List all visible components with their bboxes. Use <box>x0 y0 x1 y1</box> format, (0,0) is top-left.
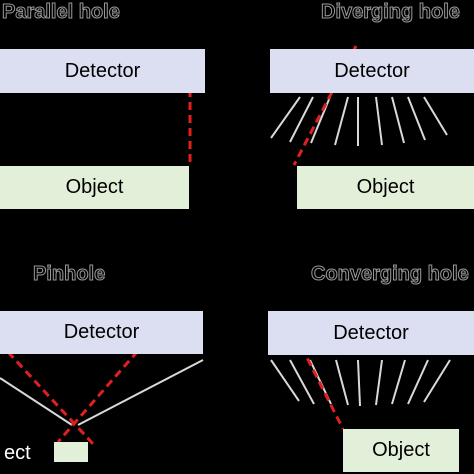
pinhole-title: Pinhole <box>32 263 106 285</box>
converging-object: Object <box>343 429 459 472</box>
converging-title: Converging hole <box>311 263 470 285</box>
parallel-object: Object <box>0 166 189 209</box>
diverging-detector: Detector <box>270 49 474 93</box>
parallel-detector: Detector <box>0 49 205 93</box>
pinhole-collimator <box>0 359 204 426</box>
diverging-septa <box>270 96 448 146</box>
parallel-title: Parallel hole <box>2 1 121 23</box>
diverging-object: Object <box>297 166 474 209</box>
diverging-title: Diverging hole <box>321 1 461 23</box>
pinhole-object <box>54 442 88 462</box>
diverging-ray <box>292 45 358 166</box>
converging-detector: Detector <box>268 311 474 355</box>
pinhole-detector: Detector <box>0 311 203 354</box>
pinhole-object-label: ect <box>4 442 31 464</box>
converging-septa <box>270 359 451 407</box>
converging-ray <box>282 311 345 430</box>
